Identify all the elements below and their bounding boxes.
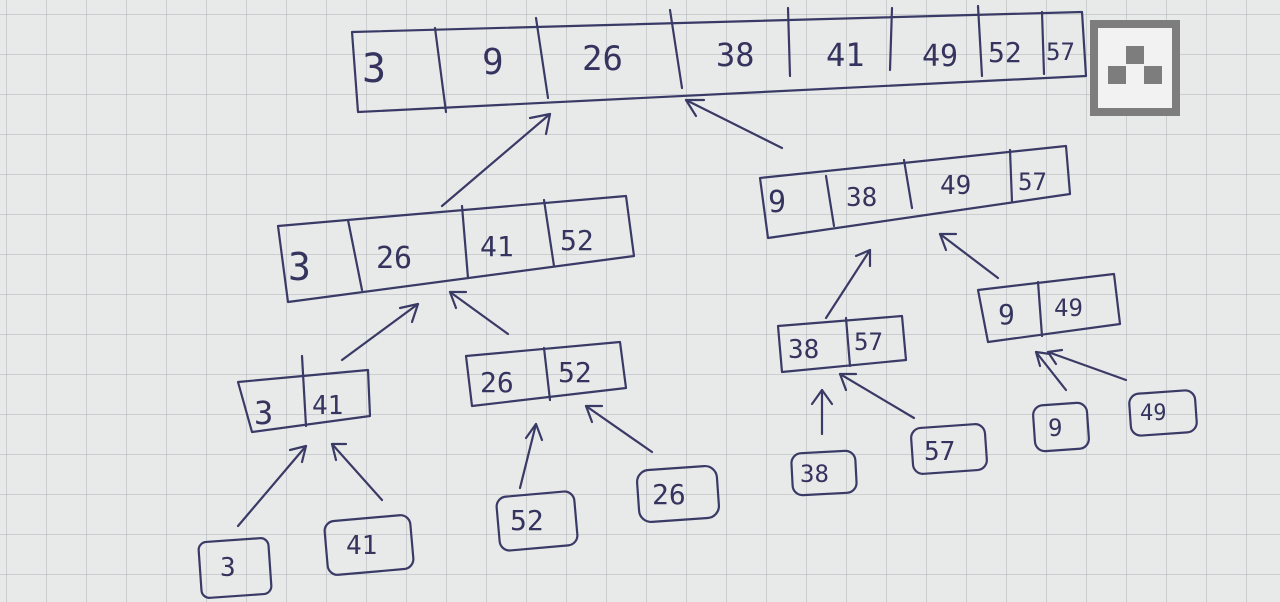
leaf-9: 9 bbox=[1032, 401, 1090, 453]
left-merge-array: 3 26 41 52 bbox=[276, 194, 636, 304]
pair-26-52-cell-1: 26 bbox=[480, 366, 514, 399]
arrow-leaf-3 bbox=[236, 444, 308, 528]
final-cell-4: 38 bbox=[716, 36, 755, 74]
left-merge-cell-4: 52 bbox=[560, 224, 594, 257]
right-merge-cell-3: 49 bbox=[940, 171, 971, 201]
arrow-leaf-52 bbox=[518, 422, 544, 490]
svg-text:57: 57 bbox=[924, 437, 955, 467]
left-merge-cell-3: 41 bbox=[480, 230, 514, 263]
arrow-38-57-to-right bbox=[824, 248, 872, 320]
arrow-9-49-to-right bbox=[938, 232, 1000, 280]
leaf-52: 52 bbox=[495, 490, 579, 552]
pixel-logo-icon bbox=[1090, 20, 1180, 116]
final-cell-1: 3 bbox=[362, 46, 386, 92]
svg-text:3: 3 bbox=[220, 553, 236, 583]
arrow-leaf-41 bbox=[330, 442, 384, 502]
final-cell-3: 26 bbox=[582, 39, 623, 79]
leaf-3: 3 bbox=[197, 537, 273, 599]
arrow-right-to-final bbox=[684, 98, 784, 150]
right-merge-array: 9 38 49 57 bbox=[758, 144, 1072, 240]
final-cell-5: 41 bbox=[826, 36, 865, 74]
arrow-leaf-26 bbox=[584, 404, 654, 454]
svg-text:52: 52 bbox=[510, 504, 544, 537]
svg-text:26: 26 bbox=[652, 478, 686, 511]
left-merge-cell-1: 3 bbox=[288, 245, 311, 289]
arrow-leaf-57 bbox=[838, 372, 916, 420]
leaf-38: 38 bbox=[790, 449, 858, 497]
leaf-57: 57 bbox=[910, 423, 988, 475]
final-cell-2: 9 bbox=[482, 42, 504, 83]
leaf-49: 49 bbox=[1128, 389, 1198, 437]
left-merge-cell-2: 26 bbox=[376, 241, 412, 276]
arrow-left-to-final bbox=[440, 112, 552, 208]
final-array: 3 9 26 38 41 49 52 57 bbox=[350, 4, 1088, 114]
pair-3-41-cell-1: 3 bbox=[254, 394, 273, 432]
pair-38-57-cell-2: 57 bbox=[854, 328, 883, 356]
svg-text:49: 49 bbox=[1140, 401, 1167, 426]
arrow-leaf-49 bbox=[1046, 348, 1128, 382]
pair-3-41: 3 41 bbox=[236, 354, 372, 434]
arrow-leaf-9 bbox=[1034, 350, 1068, 392]
arrow-leaf-38 bbox=[810, 388, 834, 436]
svg-text:9: 9 bbox=[1048, 414, 1062, 442]
leaf-26: 26 bbox=[635, 464, 721, 524]
pair-26-52: 26 52 bbox=[464, 340, 628, 408]
final-cell-6: 49 bbox=[922, 39, 958, 74]
svg-text:41: 41 bbox=[346, 531, 377, 561]
leaf-41: 41 bbox=[323, 514, 415, 576]
pair-26-52-cell-2: 52 bbox=[558, 356, 592, 389]
right-merge-cell-2: 38 bbox=[846, 183, 877, 213]
pair-9-49-cell-2: 49 bbox=[1054, 294, 1083, 322]
pair-3-41-cell-2: 41 bbox=[312, 391, 343, 421]
pair-9-49: 9 49 bbox=[976, 272, 1122, 344]
pair-38-57-cell-1: 38 bbox=[788, 335, 819, 365]
arrows bbox=[236, 98, 1128, 528]
pair-9-49-cell-1: 9 bbox=[998, 298, 1015, 331]
arrow-26-52-to-left bbox=[448, 290, 510, 336]
pair-38-57: 38 57 bbox=[776, 314, 908, 374]
right-merge-cell-1: 9 bbox=[768, 185, 786, 220]
svg-text:38: 38 bbox=[800, 460, 829, 488]
final-cell-7: 52 bbox=[988, 36, 1022, 69]
arrow-3-41-to-left bbox=[340, 302, 420, 362]
right-merge-cell-4: 57 bbox=[1018, 168, 1047, 196]
final-cell-8: 57 bbox=[1046, 38, 1075, 66]
